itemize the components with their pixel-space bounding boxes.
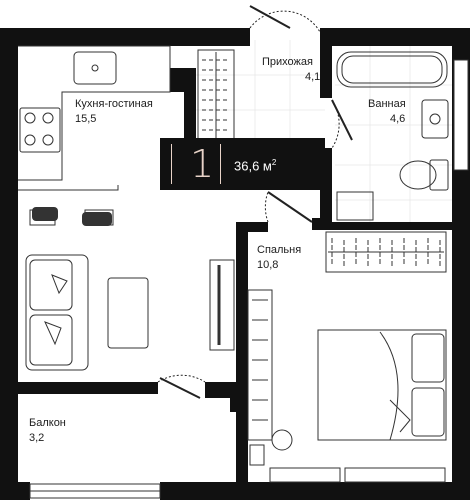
- windows: [29, 59, 469, 499]
- kitchen-counter: [18, 45, 171, 226]
- sofa: [25, 254, 89, 371]
- hall-wardrobe: [197, 49, 235, 141]
- bedroom-name: Спальня: [257, 244, 302, 256]
- bedroom-area: 10,8: [257, 259, 279, 271]
- balcony-name: Балкон: [29, 417, 66, 429]
- apartment-badge: 1 36,6 м2: [160, 138, 325, 190]
- doors: [157, 5, 353, 399]
- bedroom-shelves: [247, 289, 293, 466]
- bath-fixtures: [336, 51, 449, 221]
- bathroom-name: Ванная: [368, 98, 406, 110]
- badge-divider-right: [220, 144, 221, 184]
- dining-chairs: [32, 207, 112, 226]
- balcony-area: 3,2: [29, 432, 45, 444]
- area-unit-power: 2: [271, 158, 277, 167]
- rooms-count: 1: [190, 142, 215, 186]
- hallway-area: 4,1: [305, 71, 321, 83]
- total-area-value: 36,6 м: [234, 158, 272, 174]
- kitchen-area: 15,5: [75, 113, 97, 125]
- bed: [317, 329, 447, 441]
- hallway-name: Прихожая: [262, 56, 313, 68]
- floor-grid: [195, 40, 452, 222]
- kitchen-name: Кухня-гостиная: [75, 98, 153, 110]
- total-area: 36,6 м2: [234, 155, 276, 174]
- coffee-table: [107, 277, 149, 349]
- bedroom-wardrobe: [325, 231, 447, 273]
- tv-stand: [209, 259, 235, 351]
- bathroom-area: 4,6: [390, 113, 406, 125]
- badge-divider-left: [171, 144, 172, 184]
